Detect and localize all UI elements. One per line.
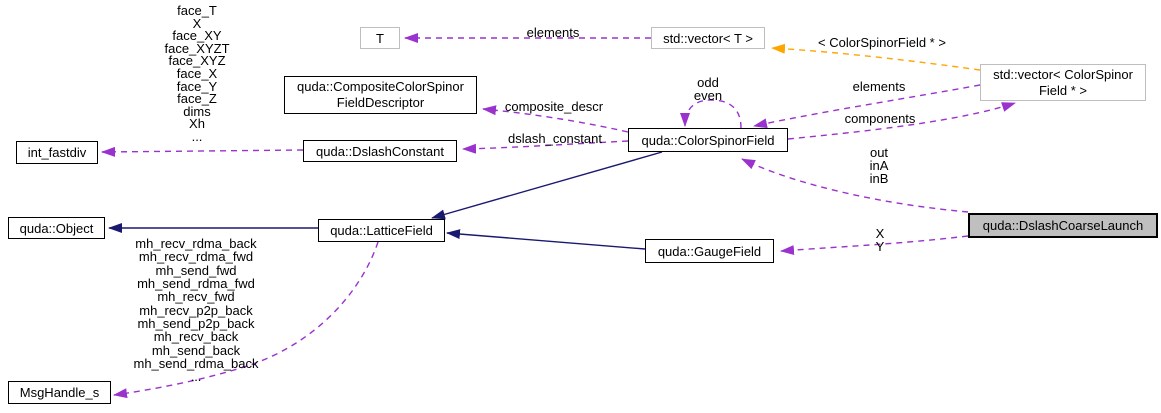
edge-label-composite-descr: composite_descr (504, 99, 604, 114)
edge-launch-xy-to-gaugefield (780, 235, 969, 256)
edge-csf-dslash-constant (462, 140, 629, 154)
edge-label-elements-vector-t: elements (526, 25, 580, 40)
edge-csf-self-loop-odd-even (680, 99, 742, 129)
node-dslash-coarse-launch: quda::DslashCoarseLaunch (968, 213, 1158, 238)
edge-label-template-args: < ColorSpinorField * > (818, 35, 946, 50)
edge-gaugefield-to-latticefield (446, 229, 646, 250)
node-msg-handle[interactable]: MsgHandle_s (8, 381, 111, 404)
node-std-vector-colorspinorfield: std::vector< ColorSpinor Field * > (980, 64, 1146, 101)
edge-vectorcsf-elements-to-csf (753, 84, 981, 129)
edge-label-fastdiv-members: face_T X face_XY face_XYZT face_XYZ face… (164, 3, 230, 144)
node-color-spinor-field[interactable]: quda::ColorSpinorField (628, 128, 788, 152)
node-dslash-constant[interactable]: quda::DslashConstant (303, 140, 457, 162)
edge-latticefield-mh-to-msghandle (113, 241, 379, 399)
edge-csf-composite-descr (482, 105, 629, 133)
edge-label-dslash-constant: dslash_constant (508, 131, 602, 146)
node-object[interactable]: quda::Object (8, 217, 105, 239)
edge-label-msg-members: mh_recv_rdma_back mh_recv_rdma_fwd mh_se… (133, 236, 259, 385)
edge-template-instance-to-vectort (771, 43, 981, 71)
edge-label-out-ina-inb: out inA inB (869, 145, 889, 187)
node-gauge-field[interactable]: quda::GaugeField (645, 239, 774, 263)
node-composite-colorspinor-field-descriptor[interactable]: quda::CompositeColorSpinor FieldDescript… (284, 76, 477, 114)
node-lattice-field[interactable]: quda::LatticeField (318, 219, 445, 242)
edge-colorspinorfield-to-latticefield (431, 151, 663, 220)
edge-label-elements-vector-csf: elements (852, 79, 906, 94)
edge-label-odd-even: odd even (693, 75, 723, 103)
edge-label-x-y: X Y (875, 226, 885, 254)
edge-label-components: components (844, 111, 916, 126)
edge-launch-out-ina-inb-to-csf (741, 158, 969, 213)
node-t: T (360, 27, 400, 49)
node-int-fastdiv[interactable]: int_fastdiv (16, 141, 98, 164)
edge-csf-components-to-vectorcsf (787, 102, 1016, 140)
edge-dslashconstant-to-intfastdiv (101, 146, 304, 157)
node-std-vector-t: std::vector< T > (651, 27, 765, 49)
